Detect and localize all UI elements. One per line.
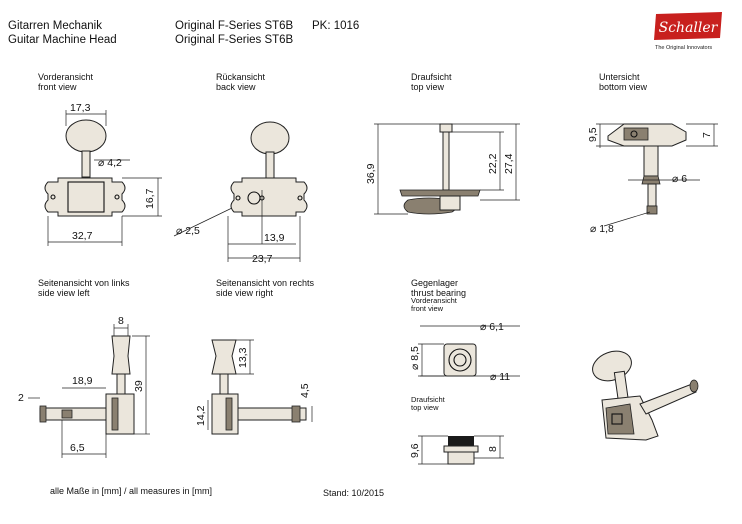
bottom-view-title-en: bottom view (599, 82, 648, 92)
product-name-2: Original F-Series ST6B (175, 34, 294, 46)
dim-left-knob-width: 8 (118, 315, 124, 327)
dim-bearing-top-w: 8 (487, 446, 499, 452)
brand-logo: Schaller The Original Innovators (652, 10, 726, 51)
bearing-title-de: Gegenlager (411, 278, 459, 288)
dim-right-a: 4,5 (299, 383, 311, 398)
dim-bearing-outer: ⌀ 11 (490, 371, 510, 383)
dim-left-post: 2 (18, 392, 24, 404)
logo-wordmark: Schaller (659, 20, 719, 36)
dim-back-width: 23,7 (252, 253, 273, 265)
front-view-drawing (44, 110, 162, 246)
bearing-top-title-de: Draufsicht (411, 395, 445, 404)
dim-bearing-height: ⌀ 8,5 (409, 346, 421, 370)
front-view-title-de: Vorderansicht (38, 72, 94, 82)
dim-left-base: 6,5 (70, 442, 85, 454)
side-left-drawing (28, 324, 150, 458)
dim-bottom-dia: ⌀ 6 (672, 173, 687, 185)
top-view-title-de: Draufsicht (411, 72, 452, 82)
dim-back-hole-dia: ⌀ 2,5 (176, 225, 200, 237)
revision-date: Stand: 10/2015 (323, 488, 385, 498)
dim-bottom-b: 7 (701, 132, 713, 138)
dim-right-knob: 13,3 (237, 347, 249, 368)
bottom-view-title-de: Untersicht (599, 72, 640, 82)
dim-top-total: 36,9 (365, 163, 377, 184)
bearing-front-drawing (418, 325, 520, 377)
dim-left-height: 39 (133, 380, 145, 392)
top-view-title-en: top view (411, 82, 445, 92)
units-note: alle Maße in [mm] / all measures in [mm] (50, 486, 213, 496)
dim-top-a: 22,2 (487, 153, 499, 174)
isometric-drawing (592, 350, 699, 441)
dim-left-length: 18,9 (72, 375, 93, 387)
dim-front-width: 32,7 (72, 230, 93, 242)
title-german: Gitarren Mechanik (8, 20, 102, 32)
back-view-title-en: back view (216, 82, 256, 92)
dim-bearing-top-h: 9,6 (409, 443, 421, 458)
dim-bearing-inner: ⌀ 6,1 (480, 321, 504, 333)
product-name-1: Original F-Series ST6B (175, 20, 294, 32)
dim-bottom-small-dia: ⌀ 1,8 (590, 223, 614, 235)
title-english: Guitar Machine Head (8, 34, 117, 46)
dim-right-b: 14,2 (195, 405, 207, 426)
dim-front-top-width: 17,3 (70, 102, 91, 114)
pk-number: PK: 1016 (312, 20, 360, 32)
side-right-drawing (207, 339, 313, 435)
bearing-subtitle-en: front view (411, 304, 444, 313)
dim-back-offset: 13,9 (264, 232, 285, 244)
bottom-view-drawing (596, 123, 718, 227)
bearing-top-title-en: top view (411, 403, 439, 412)
side-right-title-en: side view right (216, 288, 274, 298)
front-view-title-en: front view (38, 82, 77, 92)
logo-tagline: The Original Innovators (655, 45, 713, 51)
top-view-drawing (374, 123, 520, 215)
side-left-title-en: side view left (38, 288, 90, 298)
dim-front-height: 16,7 (144, 188, 156, 209)
bearing-top-drawing (418, 435, 504, 465)
side-left-title-de: Seitenansicht von links (38, 278, 130, 288)
back-view-drawing (173, 121, 308, 262)
dim-top-b: 27,4 (503, 153, 515, 174)
bearing-title-en: thrust bearing (411, 288, 467, 298)
dim-bottom-a: 9,5 (587, 127, 599, 142)
side-right-title-de: Seitenansicht von rechts (216, 278, 315, 288)
back-view-title-de: Rückansicht (216, 72, 266, 82)
dim-front-shaft-dia: ⌀ 4,2 (98, 157, 122, 169)
bearing-subtitle-de: Vorderansicht (411, 296, 457, 305)
